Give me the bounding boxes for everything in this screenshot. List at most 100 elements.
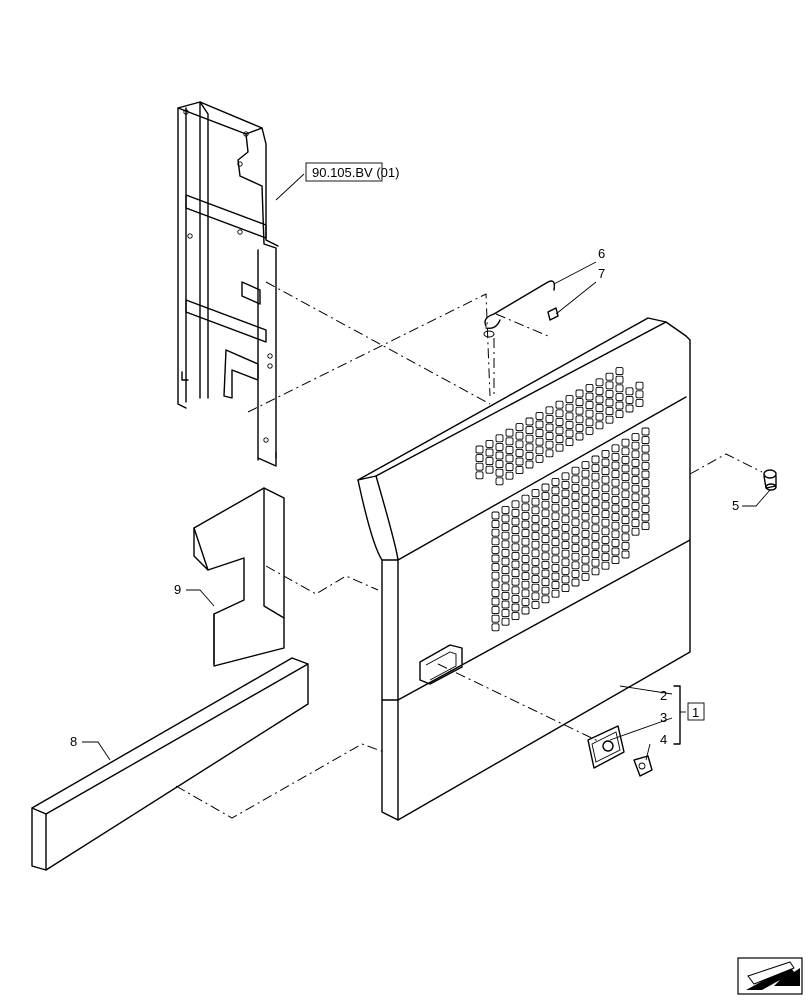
callout-3: 3 [660, 710, 667, 725]
grille-hole [501, 557, 510, 566]
grille-hole [621, 481, 630, 490]
grille-hole [511, 534, 520, 543]
grille-hole [561, 584, 570, 593]
grille-hole [525, 426, 534, 435]
grille-hole [565, 395, 574, 404]
grille-hole [591, 498, 600, 507]
grille-hole [541, 543, 550, 552]
grille-hole [491, 623, 500, 632]
foam-pad-c [193, 487, 285, 667]
grille-hole [475, 454, 484, 463]
grille-hole [601, 492, 610, 501]
grille-hole [631, 450, 640, 459]
grille-hole [551, 512, 560, 521]
grille-hole [631, 441, 640, 450]
grille-hole [521, 563, 530, 572]
grille-hole [611, 538, 620, 547]
grille-hole [575, 398, 584, 407]
grille-hole [525, 434, 534, 443]
grille-hole [631, 493, 640, 502]
grille-hole [495, 434, 504, 443]
grille-hole [641, 427, 650, 436]
grille-hole [575, 432, 584, 441]
grille-hole [621, 455, 630, 464]
grille-hole [541, 578, 550, 587]
grille-hole [525, 417, 534, 426]
grille-hole [555, 400, 564, 409]
grille-hole [525, 451, 534, 460]
latch-plate [587, 725, 625, 769]
arrow-back-icon[interactable] [737, 957, 803, 995]
grille-hole [501, 617, 510, 626]
grille-hole [621, 464, 630, 473]
grille-hole [551, 503, 560, 512]
grille-hole [501, 514, 510, 523]
grille-hole [505, 463, 514, 472]
callout-9: 9 [174, 582, 181, 597]
grille-hole [511, 586, 520, 595]
grille-hole [585, 383, 594, 392]
grille-hole [501, 505, 510, 514]
grille-hole [595, 421, 604, 430]
grille-hole [641, 504, 650, 513]
grille-hole [521, 597, 530, 606]
grille-hole [511, 612, 520, 621]
callout-5: 5 [732, 498, 739, 513]
grille-hole [541, 535, 550, 544]
grille-hole [501, 600, 510, 609]
grille-hole [615, 410, 624, 419]
grille-hole [591, 455, 600, 464]
grille-hole [495, 468, 504, 477]
grille-hole [501, 566, 510, 575]
grille-hole [531, 549, 540, 558]
grille-hole [571, 552, 580, 561]
grille-hole [531, 506, 540, 515]
grille-hole [621, 473, 630, 482]
grille-hole [551, 495, 560, 504]
grille-hole [601, 510, 610, 519]
grille-hole [601, 561, 610, 570]
grille-hole [531, 557, 540, 566]
grille-hole [541, 509, 550, 518]
grille-hole [621, 438, 630, 447]
grille-hole [531, 600, 540, 609]
grille-hole [621, 524, 630, 533]
grille-hole [521, 572, 530, 581]
grille-hole [571, 492, 580, 501]
grille-hole [551, 572, 560, 581]
grille-hole [581, 538, 590, 547]
grille-hole [571, 475, 580, 484]
grille-hole [501, 548, 510, 557]
callout-2: 2 [660, 688, 667, 703]
grille-hole [621, 516, 630, 525]
grille-hole [551, 520, 560, 529]
grille-hole [625, 395, 634, 404]
grille-hole [505, 437, 514, 446]
grille-hole [575, 389, 584, 398]
grille-hole [571, 578, 580, 587]
grille-hole [515, 423, 524, 432]
grille-hole [601, 518, 610, 527]
grille-hole [531, 523, 540, 532]
grille-hole [491, 554, 500, 563]
grille-hole [605, 415, 614, 424]
grille-hole [551, 563, 560, 572]
grille-hole [521, 529, 530, 538]
grille-hole [541, 595, 550, 604]
grille-hole [631, 519, 640, 528]
grille-hole [611, 530, 620, 539]
grille-hole [535, 429, 544, 438]
grille-hole [501, 531, 510, 540]
grille-hole [485, 448, 494, 457]
grille-hole [501, 583, 510, 592]
grille-hole [561, 541, 570, 550]
grille-hole [601, 535, 610, 544]
handle-rod [483, 280, 556, 338]
grille-hole [591, 567, 600, 576]
grille-hole [621, 550, 630, 559]
grille-hole [531, 575, 540, 584]
grille-hole [531, 514, 540, 523]
grille-hole [555, 443, 564, 452]
grille-hole [491, 588, 500, 597]
